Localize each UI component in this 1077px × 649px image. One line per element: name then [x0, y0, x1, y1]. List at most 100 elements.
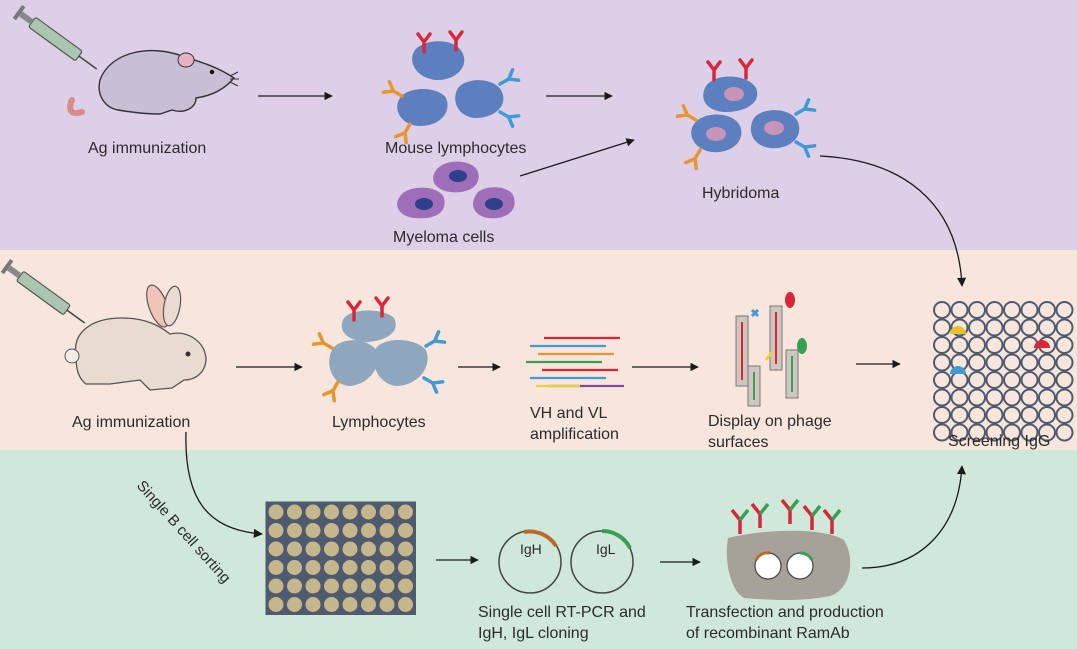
- phage-display-label-line1: Display on phage: [708, 413, 832, 430]
- transfected-cell: [726, 498, 851, 600]
- plate-well: [377, 576, 397, 596]
- plate-well: [1055, 301, 1074, 319]
- plate-well: [950, 371, 969, 389]
- plate-well: [396, 539, 415, 559]
- plate-well: [985, 336, 1004, 354]
- plate-well: [1038, 353, 1056, 372]
- plate-well: [1055, 318, 1074, 337]
- plate-well: [985, 301, 1004, 319]
- amplification-label-line1: VH and VL: [530, 405, 607, 422]
- plate-well: [340, 539, 360, 559]
- plate-well: [359, 576, 378, 596]
- plate-well: [933, 336, 951, 354]
- plate-well: [985, 371, 1004, 389]
- plate-well: [340, 521, 360, 540]
- plate-well: [950, 388, 969, 407]
- plate-well: [303, 576, 323, 596]
- plate-well: [340, 595, 360, 614]
- plate-well: [933, 388, 951, 407]
- plate-well: [377, 521, 397, 540]
- plate-well: [266, 521, 286, 540]
- plate-well: [1038, 388, 1056, 407]
- syringe-icon: [12, 4, 98, 70]
- plate-well: [968, 423, 986, 442]
- plate-well: [1003, 423, 1021, 442]
- plate-well: [322, 539, 341, 559]
- plate-well: [396, 576, 415, 596]
- plate-well: [985, 423, 1004, 442]
- plate-well: [1003, 301, 1021, 319]
- plate-well: [985, 388, 1004, 407]
- plate-well: [322, 576, 341, 596]
- plate-well: [1003, 353, 1021, 372]
- plate-well: [1038, 406, 1056, 424]
- antibody-icon: [822, 508, 842, 534]
- plate-well: [985, 353, 1004, 372]
- plate-well: [968, 406, 986, 424]
- plate-well: [322, 595, 341, 614]
- plate-well: [1055, 353, 1074, 372]
- plate-well: [285, 576, 304, 596]
- plate-well: [1020, 353, 1039, 372]
- band-single-b-cell: [0, 450, 1077, 649]
- plate-well: [1003, 388, 1021, 407]
- plate-well: [933, 353, 951, 372]
- plate-well: [1055, 406, 1074, 424]
- plate-well: [303, 558, 323, 577]
- plate-well: [377, 558, 397, 577]
- plate-well: [340, 576, 360, 596]
- plate-well: [1038, 301, 1056, 319]
- plate-well: [322, 521, 341, 540]
- plate-well: [377, 539, 397, 559]
- mouse-lymphocytes: [381, 30, 521, 145]
- band-mouse-hybridoma: [0, 0, 1077, 250]
- plate-well: [1003, 406, 1021, 424]
- vh-vl-amplicons: [526, 336, 624, 388]
- plate-well: [1020, 388, 1039, 407]
- plate-well: [950, 336, 969, 354]
- plate-well: [968, 388, 986, 407]
- rabbit-lymphocytes: [311, 296, 447, 403]
- plate-well: [1020, 301, 1039, 319]
- rabbit-immunization-label: Ag immunization: [72, 414, 190, 431]
- well-plate-icon: [933, 301, 1074, 442]
- plate-well: [1020, 423, 1039, 442]
- screening-igg-label: Screening IgG: [948, 433, 1050, 450]
- rabbit-lymphocytes-label: Lymphocytes: [332, 414, 426, 431]
- well-plate-icon: [265, 501, 416, 615]
- plate-well: [359, 595, 378, 614]
- hybridoma-cells: [675, 58, 817, 171]
- plate-well: [340, 558, 360, 577]
- plate-well: [396, 558, 415, 577]
- plate-well: [950, 301, 969, 319]
- arrow-myeloma-to-hybridoma: [519, 138, 635, 177]
- plate-well: [266, 576, 286, 596]
- antibody-icon: [802, 504, 822, 530]
- plate-well: [266, 558, 286, 577]
- plate-well: [359, 521, 378, 540]
- plate-well: [359, 558, 378, 577]
- plate-well: [340, 502, 360, 522]
- plate-well: [1055, 423, 1074, 442]
- plate-well: [950, 406, 969, 424]
- plate-well: [1038, 318, 1056, 337]
- plate-well: [1038, 423, 1056, 442]
- plate-well: [285, 521, 304, 540]
- plate-well: [933, 423, 951, 442]
- plate-well: [1055, 388, 1074, 407]
- plate-well: [396, 521, 415, 540]
- plate-well: [1003, 336, 1021, 354]
- plate-well: [285, 502, 304, 522]
- phage-display-label-line2: surfaces: [708, 434, 768, 451]
- plate-well: [933, 318, 951, 337]
- igl-plasmid-label: IgL: [596, 541, 616, 557]
- plate-well: [322, 502, 341, 522]
- plate-well: [266, 595, 286, 614]
- plate-well: [985, 406, 1004, 424]
- mouse-immunization-label: Ag immunization: [88, 140, 206, 157]
- plate-well: [1020, 371, 1039, 389]
- myeloma-cells-label: Myeloma cells: [393, 229, 494, 246]
- antibody-icon: [730, 508, 750, 534]
- rabbit-icon: [64, 284, 207, 391]
